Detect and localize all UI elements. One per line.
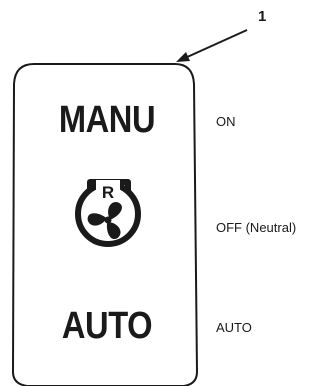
recirculation-letter: R [102,183,114,202]
switch-label-manu: MANU [58,99,156,141]
callout-arrow [176,29,248,62]
switch-label-auto: AUTO [61,305,153,347]
position-label-on: ON [216,114,236,129]
recirculation-fan-icon: R [75,179,141,247]
position-label-auto: AUTO [216,320,252,335]
callout-number: 1 [258,8,267,25]
position-label-off-neutral: OFF (Neutral) [216,220,297,235]
